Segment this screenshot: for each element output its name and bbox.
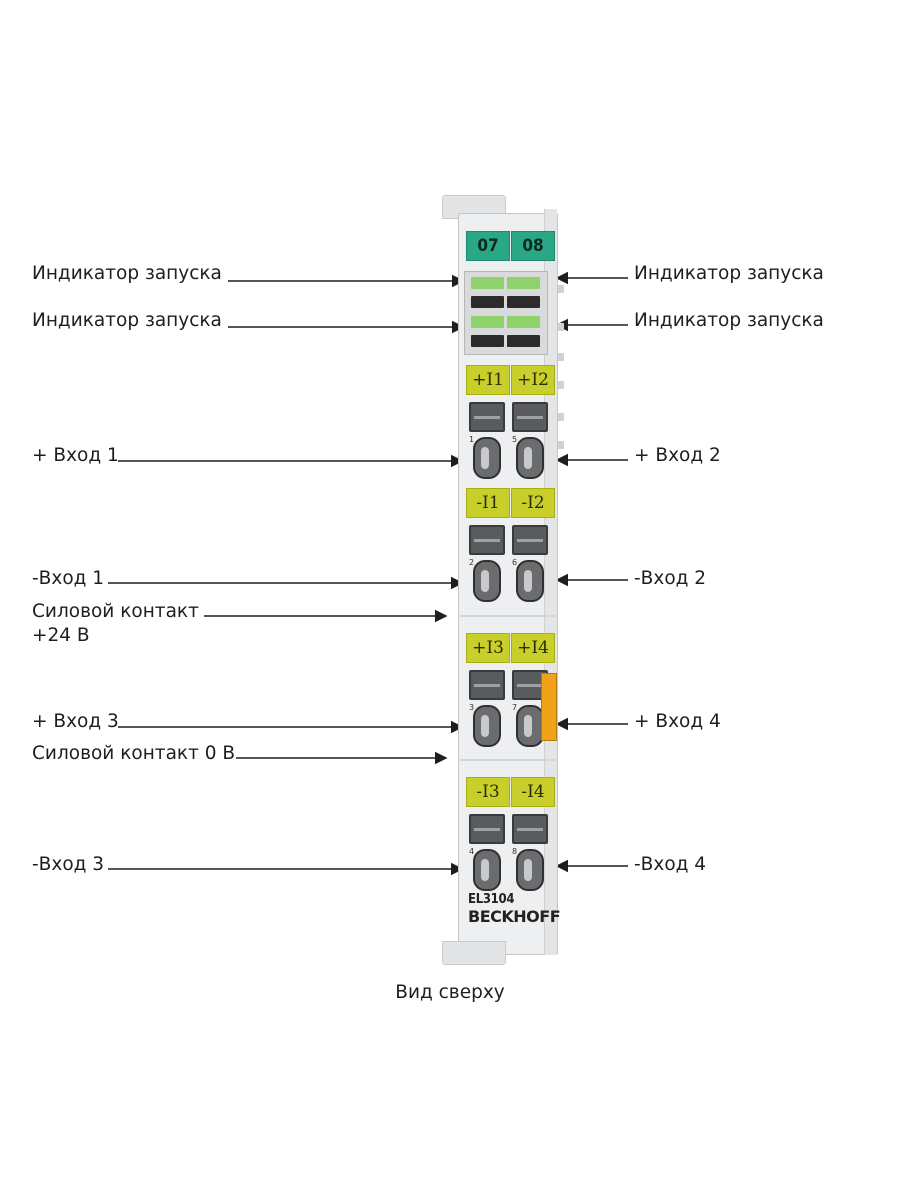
terminal-number: 8 [512,847,518,856]
tag-plus-i2: +I2 [511,365,555,395]
contact-tick [558,441,564,449]
terminal-number: 3 [469,703,475,712]
tag-minus-i3: -I3 [466,777,510,807]
contact-tick [558,285,564,293]
wire-entry[interactable] [473,437,501,479]
contact-tick [558,413,564,421]
run-led [507,316,540,328]
led-off [507,335,540,347]
label-run-indicator-left-1: Индикатор запуска [32,263,222,284]
terminal-number: 7 [512,703,518,712]
led-off [471,335,504,347]
spring-release-slot[interactable] [469,814,505,844]
label-plus-input-3: + Вход 3 [32,711,119,732]
contact-tick [558,323,564,331]
led-off [507,296,540,308]
tag-plus-i4: +I4 [511,633,555,663]
terminal-module: 07 08 +I1 +I2 1 5 -I1 -I2 2 6 +I3 +I4 3 … [440,195,564,965]
tag-minus-i1: -I1 [466,488,510,518]
spring-release-slot[interactable] [469,402,505,432]
wire-entry[interactable] [516,560,544,602]
terminal-number: 2 [469,558,475,567]
label-power-contact: Силовой контакт [32,601,199,622]
terminal-number: 1 [469,435,475,444]
run-led [471,277,504,289]
terminal-number: 4 [469,847,475,856]
label-plus-input-4: + Вход 4 [634,711,721,732]
tag-plus-i1: +I1 [466,365,510,395]
label-run-indicator-right-1: Индикатор запуска [634,263,824,284]
label-minus-input-4: -Вход 4 [634,854,707,875]
label-power-24v: +24 В [32,625,90,646]
channel-header-07: 07 [466,231,510,261]
wire-entry[interactable] [473,705,501,747]
label-minus-input-3: -Вход 3 [32,854,105,875]
spring-release-slot[interactable] [469,670,505,700]
channel-header-08: 08 [511,231,555,261]
brand-logo: BECKHOFF [468,907,561,926]
wire-entry[interactable] [473,849,501,891]
contact-tick [558,353,564,361]
wire-entry[interactable] [516,849,544,891]
terminal-number: 6 [512,558,518,567]
spring-release-slot[interactable] [469,525,505,555]
spring-release-slot[interactable] [512,402,548,432]
spring-release-slot[interactable] [512,814,548,844]
label-minus-input-1: -Вход 1 [32,568,105,589]
wire-entry[interactable] [516,437,544,479]
run-led [471,316,504,328]
tag-plus-i3: +I3 [466,633,510,663]
label-plus-input-1: + Вход 1 [32,445,119,466]
tag-minus-i2: -I2 [511,488,555,518]
led-panel [464,271,548,355]
wire-entry[interactable] [473,560,501,602]
module-side [544,209,557,955]
tag-minus-i4: -I4 [511,777,555,807]
run-led [507,277,540,289]
label-power-contact-0v: Силовой контакт 0 В [32,743,236,764]
led-off [471,296,504,308]
orange-marker [541,673,557,741]
bottom-latch [442,941,506,965]
wire-entry[interactable] [516,705,544,747]
divider [458,615,556,617]
label-run-indicator-left-2: Индикатор запуска [32,310,222,331]
caption-top-view: Вид сверху [395,982,505,1003]
spring-release-slot[interactable] [512,525,548,555]
label-run-indicator-right-2: Индикатор запуска [634,310,824,331]
contact-tick [558,381,564,389]
divider [458,759,556,761]
label-minus-input-2: -Вход 2 [634,568,707,589]
model-number: EL3104 [468,892,515,907]
terminal-number: 5 [512,435,518,444]
label-plus-input-2: + Вход 2 [634,445,721,466]
